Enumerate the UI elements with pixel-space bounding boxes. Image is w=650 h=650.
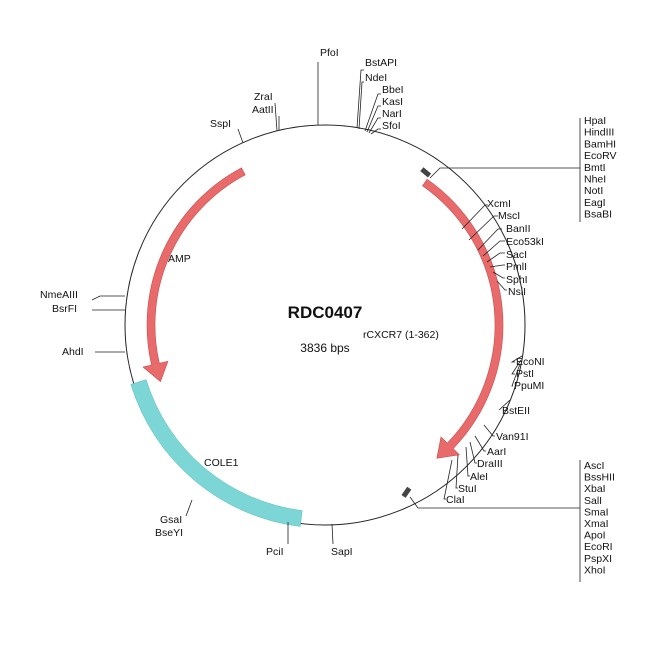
mcs-top-site-bamhi: BamHI	[584, 138, 616, 150]
mcs-top-cluster: HpaIHindIIIBamHIEcoRVBmtINheINotIEagIBsa…	[420, 115, 617, 222]
site-zrai-aatii: ZraI AatII	[252, 91, 280, 132]
site-label-bsteii: BstEII	[502, 405, 530, 417]
site-label-alei: AleI	[470, 471, 488, 483]
site-bstapi-ndei: BstAPI NdeI	[356, 57, 397, 130]
mcs-bottom-site-apoi: ApoI	[584, 530, 606, 542]
site-label-sapi: SapI	[331, 546, 353, 558]
mcs-bottom-site-smai: SmaI	[584, 506, 609, 518]
site-label-sphi: SphI	[506, 274, 528, 286]
site-label-msci: MscI	[498, 210, 520, 222]
site-label-gsai: GsaI	[160, 514, 182, 526]
site-label-ndei: NdeI	[365, 72, 387, 84]
site-label-psti: PstI	[516, 368, 534, 380]
site-label-kasi: KasI	[382, 96, 403, 108]
mcs-top-site-noti: NotI	[584, 185, 603, 197]
site-label-sspi: SspI	[210, 118, 231, 130]
site-label-aatii: AatII	[252, 104, 274, 116]
mcs-top-site-eagi: EagI	[584, 197, 606, 209]
amp-feature-arrow	[142, 167, 246, 383]
site-ahdi: AhdI	[62, 346, 125, 358]
mcs-top-site-bmti: BmtI	[584, 162, 606, 174]
site-label-bseyi: BseYI	[155, 527, 183, 539]
site-label-eco53ki: Eco53kI	[506, 236, 544, 248]
plasmid-name: RDC0407	[288, 303, 363, 322]
mcs-bottom-site-bsshii: BssHII	[584, 472, 615, 484]
site-econi-group: EcoNI PstI PpuMI	[510, 355, 545, 392]
site-nmeaiii-bsrfi: NmeAIII BsrFI	[40, 289, 125, 315]
site-gsai-bseyi: GsaI BseYI	[155, 499, 193, 539]
site-label-nari: NarI	[382, 108, 402, 120]
site-label-bsrfi: BsrFI	[52, 303, 77, 315]
mcs-top-site-ecorv: EcoRV	[584, 150, 617, 162]
cxcr7-label: rCXCR7 (1-362)	[363, 329, 439, 341]
site-label-ppumi: PpuMI	[514, 380, 544, 392]
site-van91i-group: Van91I AarI DraIII AleI StuI ClaI	[443, 424, 529, 506]
site-label-nmeaiii: NmeAIII	[40, 289, 78, 301]
site-sspi: SspI	[210, 118, 244, 144]
mcs-bottom-cluster: AscIBssHIIXbaISalISmaIXmaIApoIEcoRIPspXI…	[401, 460, 615, 582]
site-label-pcii: PciI	[266, 546, 284, 558]
site-bbei-group: BbeI KasI NarI SfoI	[364, 84, 404, 135]
mcs-bottom-site-xbai: XbaI	[584, 483, 606, 495]
mcs-top-site-hindiii: HindIII	[584, 127, 614, 139]
mcs-bottom-site-asci: AscI	[584, 460, 604, 472]
site-bsteii: BstEII	[498, 399, 530, 417]
site-label-bbei: BbeI	[382, 84, 404, 96]
mcs-top-site-bsabi: BsaBI	[584, 209, 612, 221]
site-label-saci: SacI	[506, 249, 527, 261]
cole1-feature-arc	[130, 379, 303, 527]
site-label-nsii: NsiI	[508, 286, 526, 298]
plasmid-size: 3836 bps	[300, 341, 349, 355]
amp-label: AMP	[168, 253, 191, 265]
site-label-clai: ClaI	[446, 494, 465, 506]
svg-text:PfoI: PfoI	[320, 47, 339, 59]
site-label-van91i: Van91I	[496, 431, 529, 443]
site-xcmi-group: XcmI MscI BanII Eco53kI SacI PmlI SphI N…	[461, 198, 544, 298]
site-pcii: PciI	[266, 522, 289, 558]
site-pfol: PfoI	[317, 47, 339, 125]
site-sapi: SapI	[331, 523, 353, 558]
site-label-zrai: ZraI	[254, 91, 273, 103]
site-label-sfoi: SfoI	[382, 120, 401, 132]
site-label-aari: AarI	[487, 446, 506, 458]
site-label-xcmi: XcmI	[487, 198, 511, 210]
plasmid-backbone	[124, 124, 526, 526]
site-label-pmli: PmlI	[506, 261, 527, 273]
mcs-bottom-site-xmai: XmaI	[584, 518, 609, 530]
site-label-dralli: DraIII	[477, 458, 503, 470]
site-label-stui: StuI	[458, 483, 477, 495]
mcs-top-site-nhei: NheI	[584, 174, 606, 186]
mcs-bottom-site-pspxi: PspXI	[584, 553, 612, 565]
cole1-label: COLE1	[204, 457, 239, 469]
mcs-bottom-site-ecori: EcoRI	[584, 541, 613, 553]
site-label-banii: BanII	[506, 223, 531, 235]
mcs-bottom-site-sali: SalI	[584, 495, 602, 507]
mcs-top-site-hpai: HpaI	[584, 115, 606, 127]
site-label-econi: EcoNI	[516, 356, 545, 368]
site-label-ahdi: AhdI	[62, 346, 84, 358]
mcs-bottom-site-xhoi: XhoI	[584, 564, 606, 576]
cxcr7-feature-arrow	[422, 178, 504, 459]
site-label-bstapi: BstAPI	[365, 57, 397, 69]
